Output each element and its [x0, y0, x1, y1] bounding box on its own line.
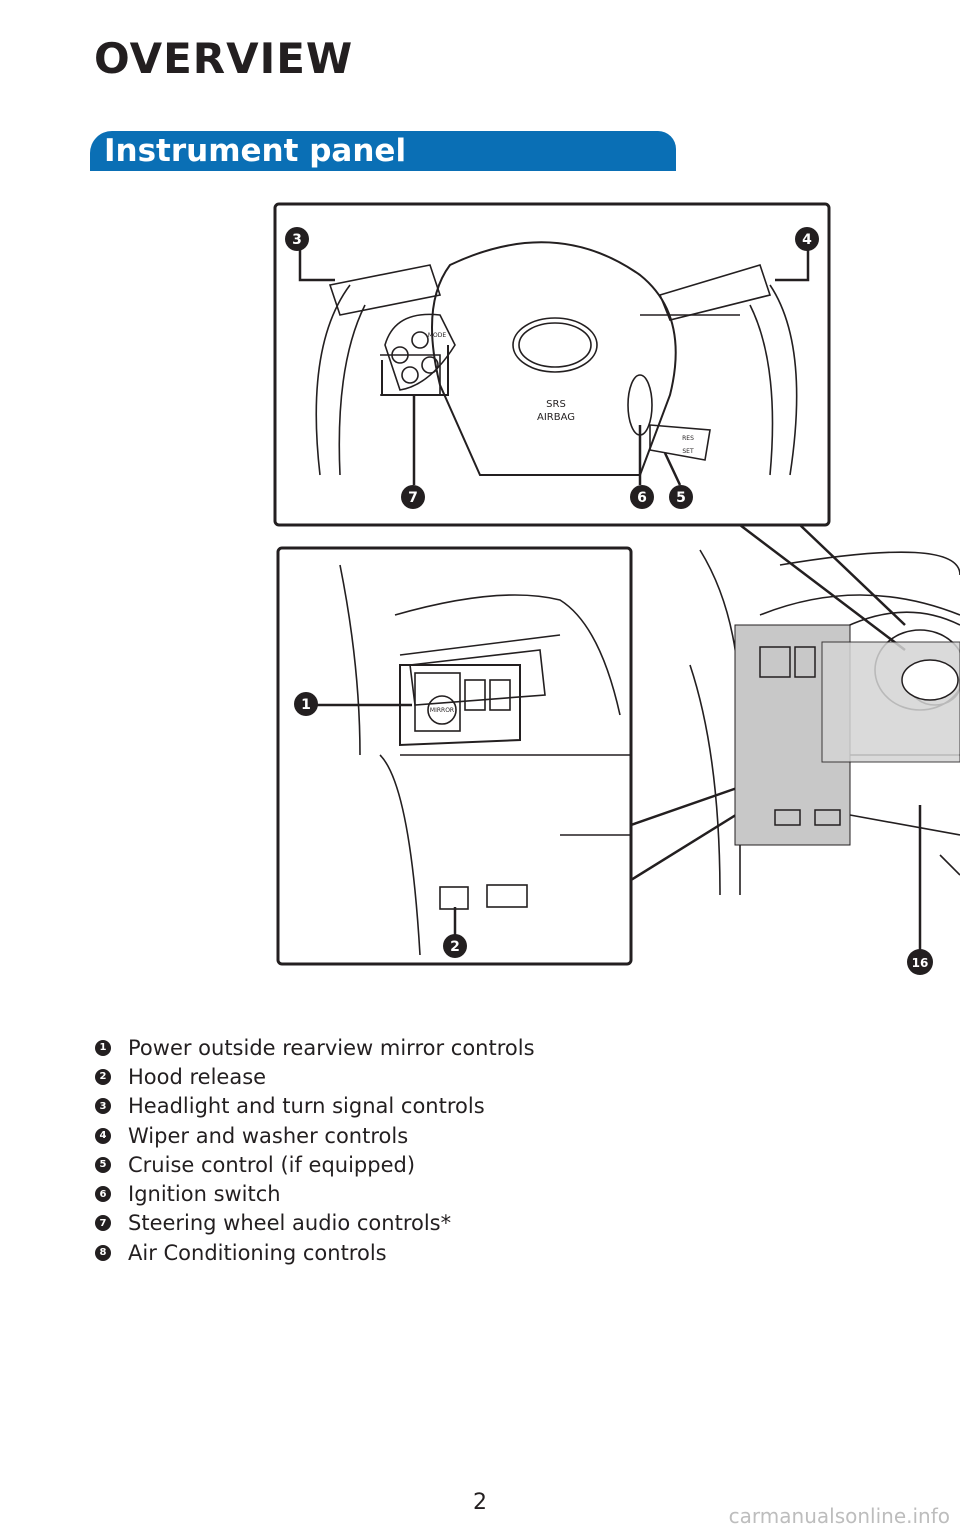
cruise-set-text: SET — [682, 448, 694, 455]
number-badge: 2 — [95, 1068, 111, 1085]
svg-text:3: 3 — [292, 232, 302, 248]
svg-text:4: 4 — [802, 232, 812, 248]
number-badge: 3 — [95, 1098, 111, 1115]
number-badge: 7 — [95, 1215, 111, 1232]
mode-text: MODE — [428, 332, 447, 339]
number-badge: 8 — [95, 1244, 111, 1261]
number-badge: 5 — [95, 1156, 111, 1173]
steering-detail-frame — [273, 202, 831, 527]
srs-text: SRS — [546, 399, 566, 410]
list-item-label: Ignition switch — [128, 1182, 281, 1207]
page-number: 2 — [473, 1490, 487, 1515]
svg-text:7: 7 — [408, 490, 418, 506]
number-badge: 4 — [95, 1127, 111, 1144]
list-item: 5 Cruise control (if equipped) — [95, 1150, 535, 1179]
callout-1: 1 — [294, 692, 318, 716]
svg-text:2: 2 — [450, 939, 460, 955]
cruise-res-text: RES — [682, 435, 694, 442]
list-item: 7 Steering wheel audio controls* — [95, 1209, 535, 1238]
svg-text:5: 5 — [676, 490, 686, 506]
list-item: 8 Air Conditioning controls — [95, 1238, 535, 1267]
callout-4: 4 — [795, 227, 819, 251]
dash-detail-frame — [276, 546, 633, 966]
instrument-panel-illustration: SRS AIRBAG MODE MIRROR RES SET 3 4 7 6 5… — [273, 202, 960, 975]
section-header: Instrument panel — [90, 131, 676, 171]
watermark: carmanualsonline.info — [728, 1504, 950, 1528]
section-title: Instrument panel — [104, 133, 407, 169]
wheel-panel — [821, 641, 960, 763]
svg-text:6: 6 — [637, 490, 647, 506]
list-item: 2 Hood release — [95, 1062, 535, 1091]
callout-5: 5 — [669, 485, 693, 509]
number-badge: 1 — [95, 1039, 111, 1056]
list-item-label: Headlight and turn signal controls — [128, 1094, 485, 1119]
list-item-label: Power outside rearview mirror controls — [128, 1035, 535, 1060]
mirror-text: MIRROR — [430, 707, 454, 714]
callout-2: 2 — [443, 934, 467, 958]
callout-16: 16 — [907, 949, 933, 975]
list-item-label: Wiper and washer controls — [128, 1123, 409, 1148]
list-item-label: Air Conditioning controls — [128, 1240, 387, 1265]
number-badge: 6 — [95, 1186, 111, 1203]
list-item: 4 Wiper and washer controls — [95, 1121, 535, 1150]
callout-7: 7 — [401, 485, 425, 509]
list-item-label: Hood release — [128, 1064, 267, 1089]
list-item-label: Cruise control (if equipped) — [128, 1152, 416, 1177]
list-item-label: Steering wheel audio controls* — [128, 1211, 452, 1236]
airbag-text: AIRBAG — [537, 412, 575, 423]
list-item: 1 Power outside rearview mirror controls — [95, 1033, 535, 1062]
callout-6: 6 — [630, 485, 654, 509]
svg-text:1: 1 — [301, 697, 311, 713]
callout-3: 3 — [285, 227, 309, 251]
legend-list: 1 Power outside rearview mirror controls… — [95, 1033, 535, 1267]
svg-text:16: 16 — [912, 956, 929, 970]
page-title: OVERVIEW — [94, 34, 354, 83]
list-item: 6 Ignition switch — [95, 1179, 535, 1208]
list-item: 3 Headlight and turn signal controls — [95, 1092, 535, 1121]
